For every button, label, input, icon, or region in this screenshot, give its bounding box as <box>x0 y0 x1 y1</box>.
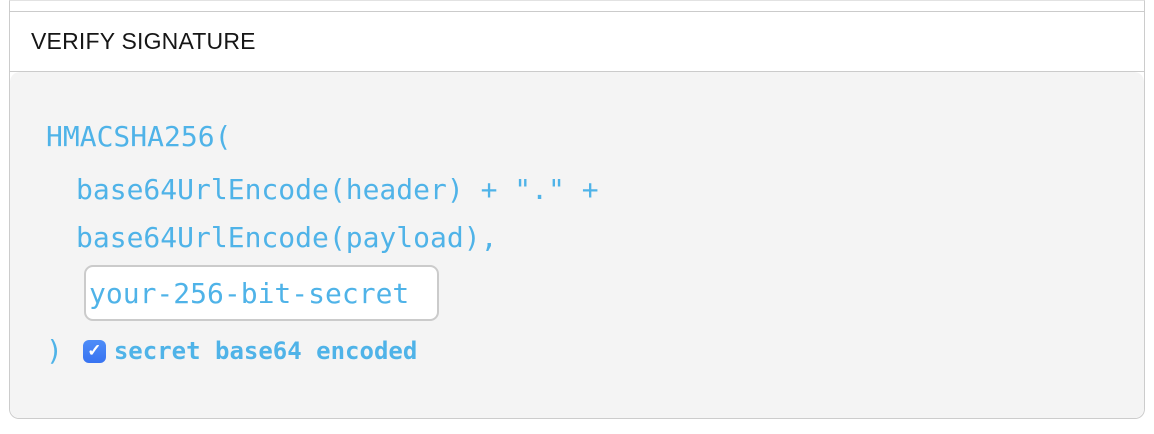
signature-panel-background <box>10 72 1144 418</box>
closing-row: ) ✓ secret base64 encoded <box>46 334 417 368</box>
code-line-encode-header: base64UrlEncode(header) + "." + <box>76 173 599 206</box>
closing-paren: ) <box>46 334 63 367</box>
secret-base64-label[interactable]: secret base64 encoded <box>113 337 418 365</box>
secret-base64-checkbox[interactable]: ✓ <box>82 339 106 363</box>
verify-signature-card: VERIFY SIGNATURE HMACSHA256( base64UrlEn… <box>9 0 1145 419</box>
signature-code-panel: HMACSHA256( base64UrlEncode(header) + ".… <box>9 72 1145 419</box>
code-line-hmacsha256: HMACSHA256( <box>46 120 232 153</box>
previous-card-bottom-edge <box>9 0 1145 12</box>
checkmark-icon: ✓ <box>87 340 102 360</box>
code-line-encode-payload: base64UrlEncode(payload), <box>76 221 498 254</box>
secret-input[interactable] <box>84 265 439 321</box>
verify-signature-title: VERIFY SIGNATURE <box>31 28 256 54</box>
verify-signature-header: VERIFY SIGNATURE <box>9 12 1145 72</box>
